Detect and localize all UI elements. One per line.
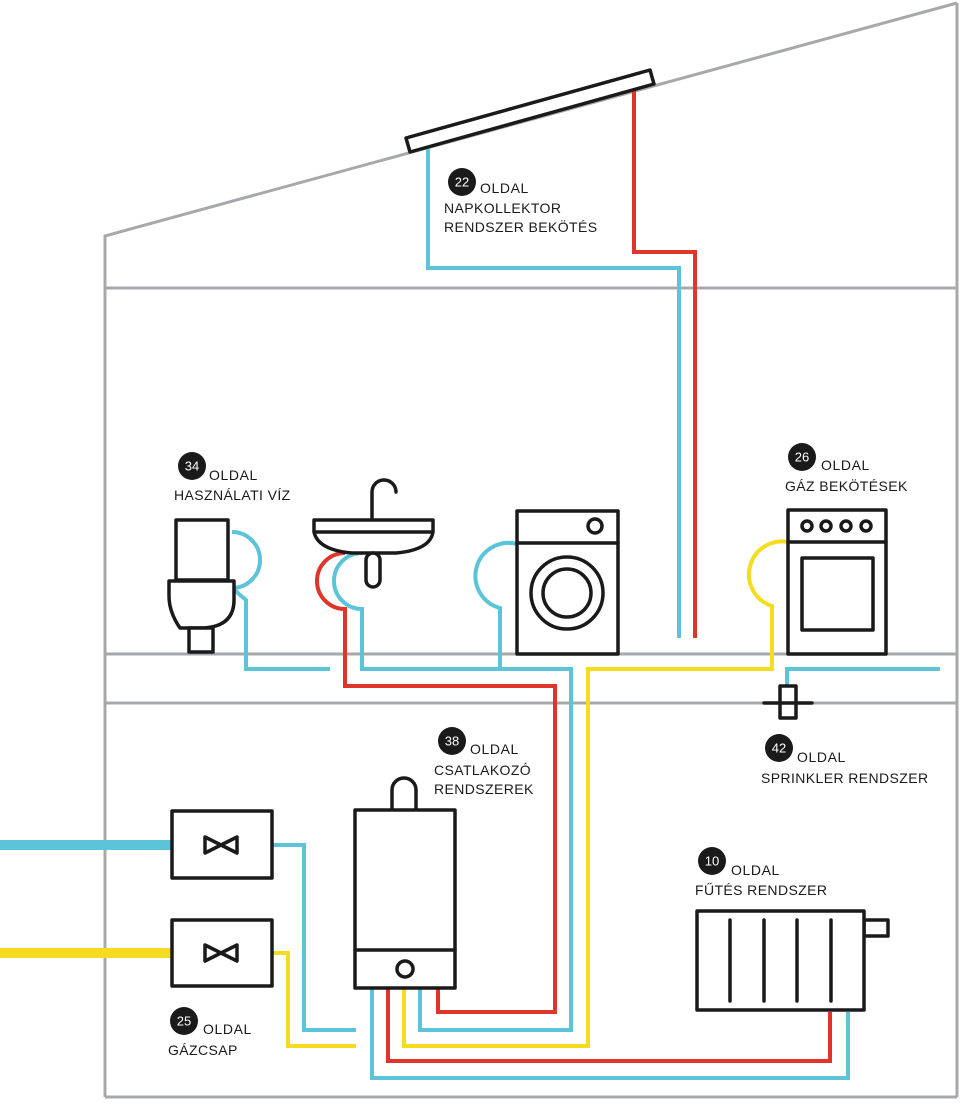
label-gazcsap: 25 OLDAL GÁZCSAP (168, 1007, 252, 1058)
sink-icon (312, 478, 435, 589)
page-number-badge (765, 734, 793, 762)
label-futes: 10 OLDAL FŰTÉS RENDSZER (695, 847, 827, 898)
page-number-badge (170, 1007, 198, 1035)
label-word: OLDAL (203, 1021, 252, 1037)
stove-gas-pipe (402, 539, 793, 1048)
label-title: HASZNÁLATI VÍZ (174, 487, 291, 503)
page-number-badge (698, 847, 726, 875)
label-gaz-bekotesek: 26 OLDAL GÁZ BEKÖTÉSEK (785, 443, 908, 494)
page-number: 42 (772, 741, 786, 756)
pipes (0, 90, 940, 1080)
label-title: NAPKOLLEKTOR (444, 200, 561, 216)
page-number-badge (788, 443, 816, 471)
label-hasznalati-viz: 34 OLDAL HASZNÁLATI VÍZ (174, 452, 291, 503)
label-title: GÁZ BEKÖTÉSEK (785, 477, 908, 494)
solar-cold-pipe (426, 148, 681, 638)
label-napkollektor: 22 OLDAL NAPKOLLEKTOR RENDSZER BEKÖTÉS (444, 168, 597, 235)
toilet-pipe (226, 530, 330, 671)
label-word: OLDAL (209, 467, 258, 483)
solar-hot-pipe (632, 90, 697, 638)
toilet-icon (167, 518, 236, 654)
gas-valve-outlet-pipe (272, 951, 356, 1048)
gas-stove-icon (786, 508, 888, 656)
page-number-badge (438, 727, 466, 755)
washing-machine-icon (515, 509, 620, 656)
boiler-icon (353, 776, 457, 990)
page-number: 34 (185, 459, 199, 474)
heating-flow-pipe (386, 988, 832, 1063)
label-word: OLDAL (470, 741, 519, 757)
page-number-badge (178, 452, 206, 480)
label-title: CSATLAKOZÓ (434, 762, 531, 778)
sink-hot-pipe (315, 551, 557, 1014)
label-word: OLDAL (821, 457, 870, 473)
water-valve-outlet-pipe (272, 843, 356, 1032)
washer-pipe (473, 540, 518, 669)
page-number: 10 (705, 854, 719, 869)
label-sprinkler: 42 OLDAL SPRINKLER RENDSZER (761, 734, 928, 786)
label-title: FŰTÉS RENDSZER (695, 882, 827, 898)
heating-return-pipe (370, 988, 850, 1080)
label-word: OLDAL (731, 862, 780, 878)
label-word: OLDAL (480, 180, 529, 196)
sprinkler-pipe (785, 667, 940, 686)
page-number: 26 (795, 450, 809, 465)
label-title: RENDSZER BEKÖTÉS (444, 218, 597, 235)
page-number-badge (448, 168, 476, 196)
label-title: RENDSZEREK (434, 781, 534, 797)
label-title: SPRINKLER RENDSZER (761, 770, 928, 786)
gas-valve-icon (170, 918, 274, 988)
page-number: 25 (177, 1014, 191, 1029)
house-outline (103, 1, 959, 1099)
page-number: 22 (455, 175, 469, 190)
radiator-icon (695, 909, 890, 1012)
label-title: GÁZCSAP (168, 1042, 238, 1058)
sprinkler-head-icon (762, 684, 814, 720)
page-number: 38 (445, 734, 459, 749)
label-csatlakozo: 38 OLDAL CSATLAKOZÓ RENDSZEREK (434, 727, 534, 797)
solar-collector-icon (404, 68, 656, 154)
label-word: OLDAL (797, 749, 846, 765)
sink-cold-pipe (332, 551, 573, 1032)
water-valve-icon (170, 809, 274, 880)
